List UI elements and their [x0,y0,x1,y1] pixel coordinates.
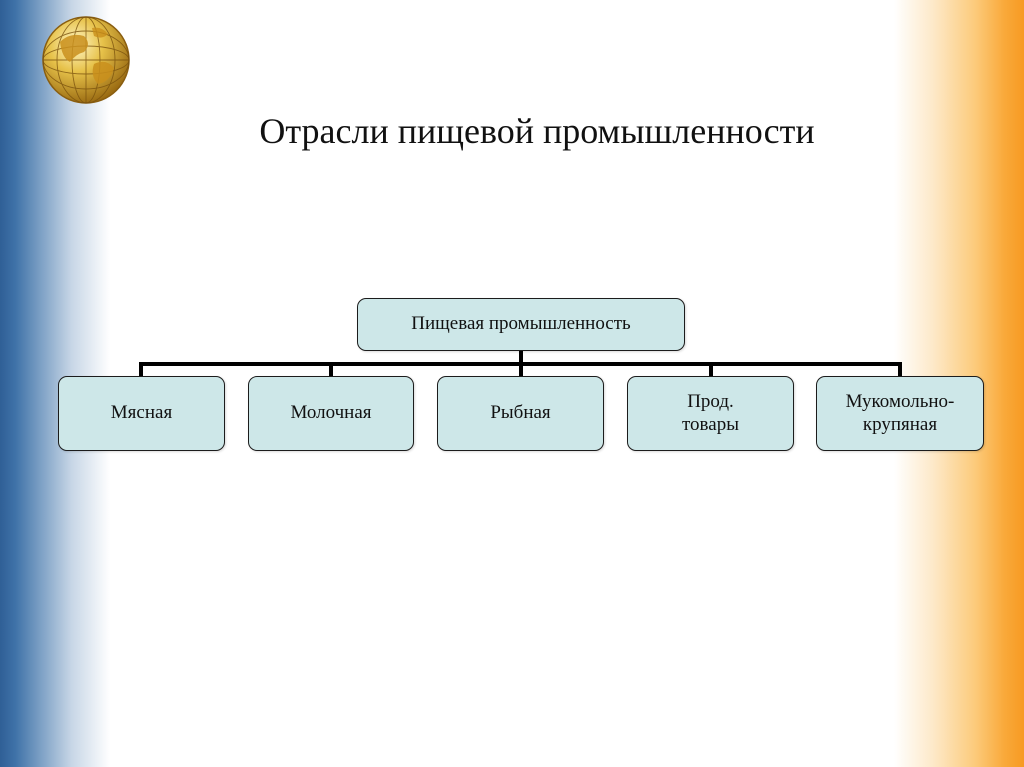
root-node-label: Пищевая промышленность [411,313,631,335]
globe-icon [42,16,130,104]
child-node-dairy: Молочная [248,376,414,451]
child-node-label-line-2: крупяная [862,413,938,435]
child-node-label: Мясная [110,402,173,424]
child-node-label-line-2: товары [682,413,739,435]
child-node-flour-cereal: Мукомольно- крупяная [816,376,984,451]
child-node-food-products: Прод. товары [627,376,794,451]
child-node-label-line-1: Прод. [687,390,734,412]
child-node-label: Рыбная [490,402,551,424]
slide-title: Отрасли пищевой промышленности [259,111,815,151]
child-node-label: Молочная [290,402,372,424]
child-node-fish: Рыбная [437,376,604,451]
root-node: Пищевая промышленность [357,298,685,351]
child-node-meat: Мясная [58,376,225,451]
child-node-label-line-1: Мукомольно- [845,390,955,412]
